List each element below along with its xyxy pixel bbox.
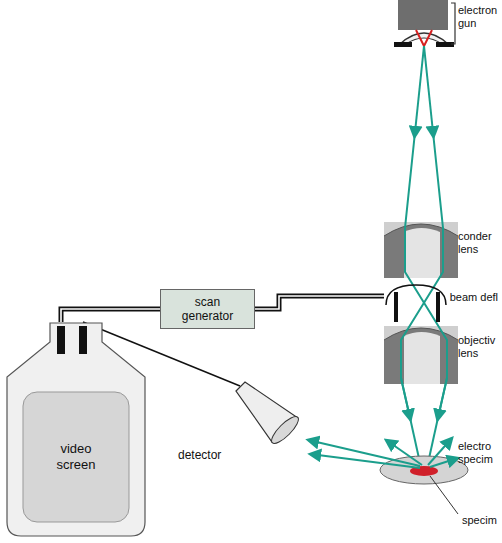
beam-deflector-outline (384, 283, 448, 323)
emission-lines (416, 30, 432, 46)
detector-cone-outline (232, 378, 304, 444)
part-label: specim (462, 514, 497, 527)
node-text: video screen (46, 441, 106, 472)
part-label: electron gun (458, 4, 498, 30)
node-text: scan generator (173, 295, 243, 324)
signal-wire (61, 309, 160, 322)
screen-face: video screen (23, 392, 129, 522)
leader-line (430, 476, 458, 514)
anode-plate (394, 42, 412, 47)
condenser-lens (384, 222, 458, 278)
video-screen: video screen (5, 322, 147, 538)
node-text: beam defl (450, 291, 498, 304)
electron-beam (401, 46, 447, 463)
signal-wire (255, 296, 384, 309)
bracket (451, 3, 455, 44)
gun-housing (398, 0, 448, 30)
process-box: scan generator (160, 289, 255, 329)
part-label: electro specim (458, 440, 498, 466)
detector-cone: detector (232, 378, 304, 444)
node-text: detector (178, 448, 221, 462)
part-label: conder lens (458, 230, 498, 256)
scattered-electrons (308, 438, 458, 468)
beam-deflector: beam defl (384, 283, 448, 323)
part-label: objectiv lens (458, 334, 498, 360)
video-screen-outline (5, 322, 147, 538)
